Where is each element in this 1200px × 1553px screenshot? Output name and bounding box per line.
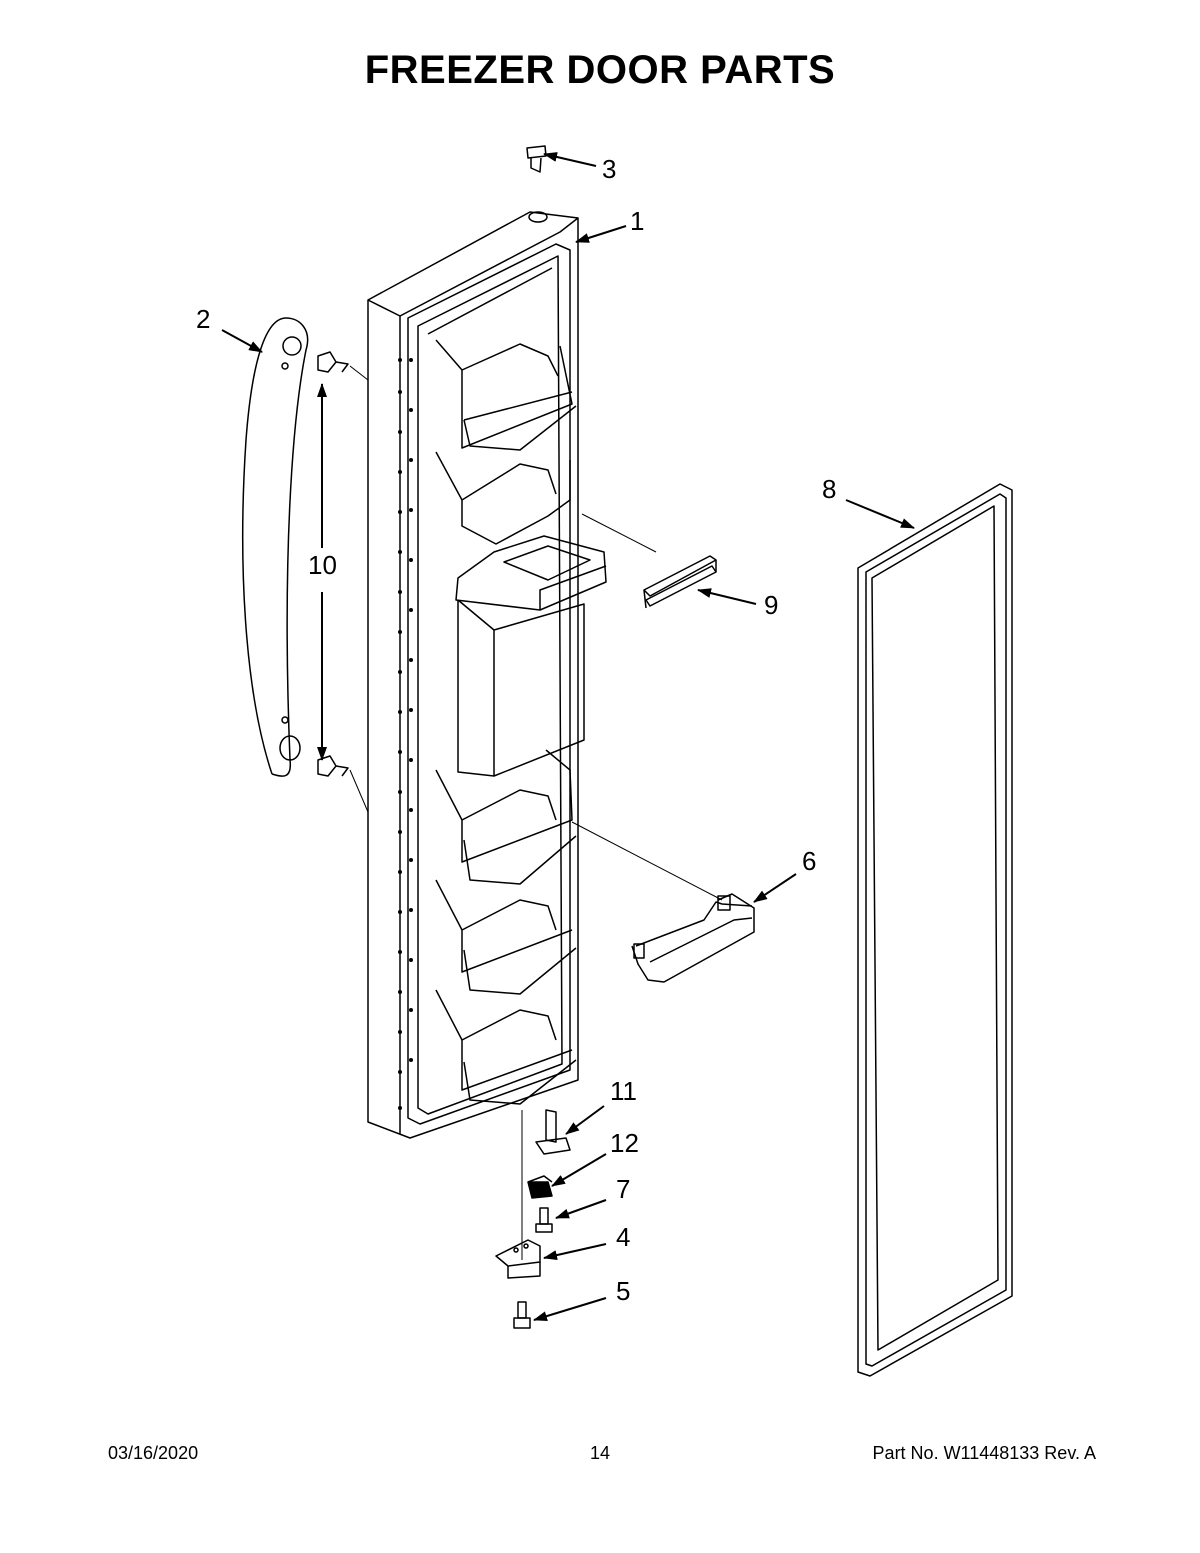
callout-8: 8	[822, 474, 836, 504]
page-title: FREEZER DOOR PARTS	[364, 48, 836, 92]
door-handle-part-2	[241, 317, 309, 777]
bin-leader	[571, 821, 723, 901]
callout-7: 7	[616, 1174, 630, 1204]
callout-12: 12	[610, 1128, 639, 1158]
hinge-bolt-part-5	[513, 1301, 531, 1329]
callout-5: 5	[616, 1276, 630, 1306]
door-bin-part-6	[631, 893, 755, 983]
trim-strip-leader	[581, 513, 657, 553]
freezer-door-part-1	[367, 211, 607, 1139]
callout-4: 4	[616, 1222, 630, 1252]
callout-labels: 3 1 2 8 10 9 6 11 12 7 4 5	[196, 154, 836, 1306]
hinge-shim-part-12	[527, 1175, 553, 1199]
bottom-hinge-part-4	[495, 1239, 541, 1279]
door-fastener-dots	[398, 358, 413, 1110]
callout-6: 6	[802, 846, 816, 876]
hinge-pin-part-11	[535, 1109, 571, 1155]
callout-1: 1	[630, 206, 644, 236]
footer-date: 03/16/2020	[108, 1443, 199, 1463]
callout-3: 3	[602, 154, 616, 184]
callout-9: 9	[764, 590, 778, 620]
door-gasket-part-8	[857, 483, 1013, 1377]
callout-2: 2	[196, 304, 210, 334]
callout-10: 10	[308, 550, 337, 580]
stud-leader-top	[349, 365, 369, 381]
footer-page-number: 14	[589, 1443, 611, 1463]
trim-strip-part-9	[643, 555, 717, 609]
callout-11: 11	[610, 1076, 637, 1106]
callout-arrows	[221, 152, 915, 1321]
stud-leader-bottom	[349, 769, 369, 813]
handle-stud-part-10	[317, 351, 349, 777]
hinge-screw-part-7	[535, 1207, 553, 1233]
footer-part-number: Part No. W11448133 Rev. A	[872, 1443, 1096, 1463]
hinge-bushing-part-3	[526, 145, 547, 173]
